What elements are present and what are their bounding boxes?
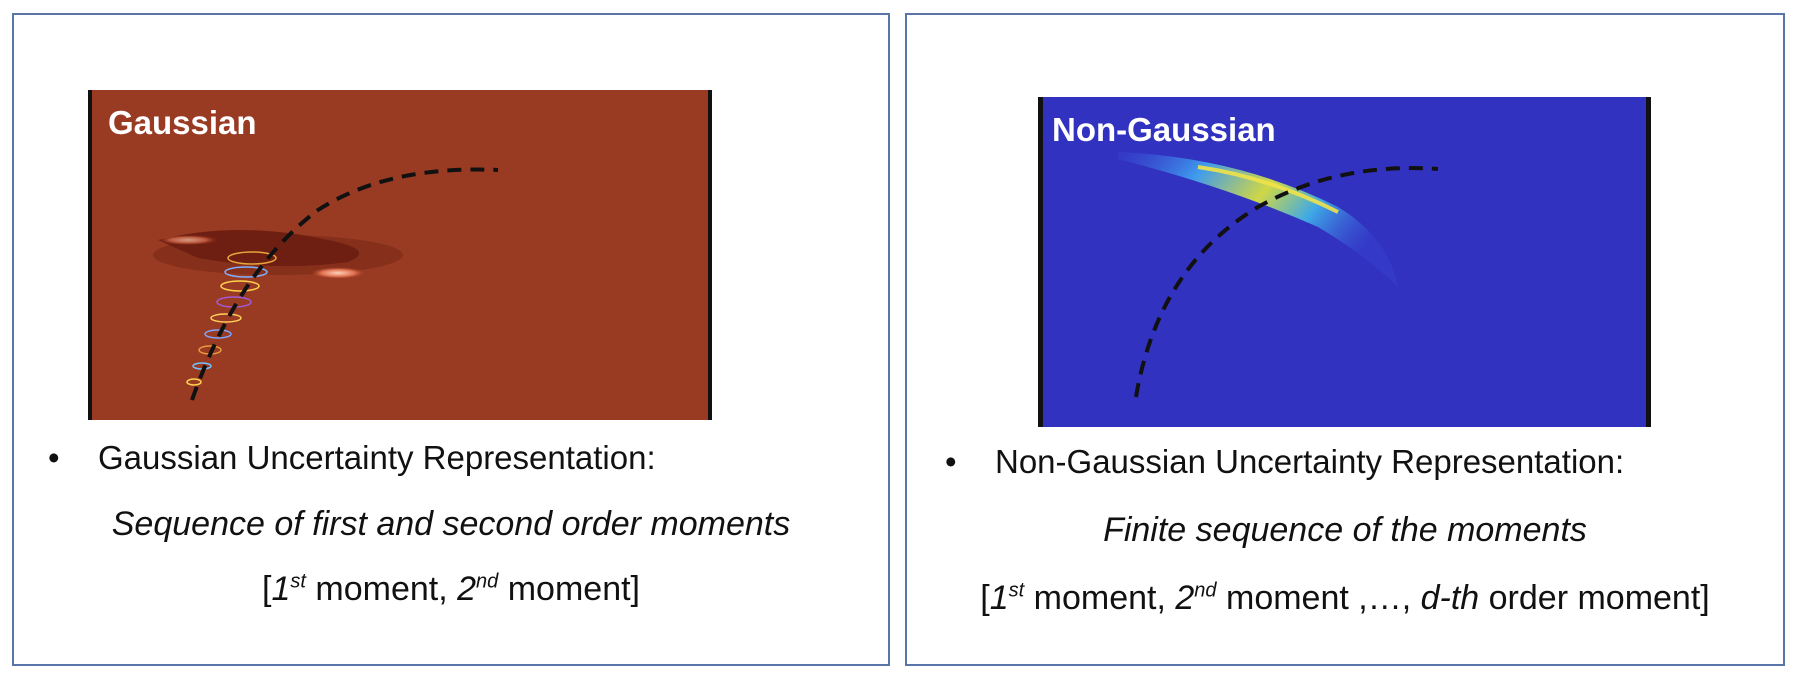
- gaussian-panel: Gaussian • Gaussian Uncertainty Represent…: [12, 13, 890, 666]
- gaussian-illustration: [88, 90, 712, 420]
- non-gaussian-moments-line: [1st moment, 2nd moment ,…, d-th order m…: [907, 579, 1783, 618]
- right-frame-edge: [708, 90, 712, 420]
- second-moment-word: moment ,…,: [1216, 579, 1421, 617]
- left-frame-edge: [88, 90, 92, 420]
- gaussian-moments-line: [1st moment, 2nd moment]: [14, 570, 888, 609]
- gaussian-highlight-left: [158, 235, 218, 245]
- non-gaussian-bullet-text: Non-Gaussian Uncertainty Representation:: [995, 443, 1625, 480]
- second-moment-word: moment]: [498, 570, 640, 608]
- first-moment-suffix: st: [1008, 579, 1025, 602]
- trajectory-dashed-line: [190, 167, 499, 401]
- covariance-ellipses: [186, 251, 277, 386]
- second-moment-suffix: nd: [476, 570, 499, 593]
- non-gaussian-image-label: Non-Gaussian: [1052, 111, 1276, 148]
- first-moment-word: moment,: [305, 570, 458, 608]
- bullet-marker: •: [945, 443, 957, 480]
- second-moment-number: 2: [457, 570, 477, 608]
- gaussian-description: Sequence of first and second order momen…: [111, 505, 791, 543]
- right-frame-edge: [1646, 97, 1651, 427]
- left-frame-edge: [1038, 97, 1043, 427]
- non-gaussian-image: Non-Gaussian: [1038, 97, 1651, 427]
- non-gaussian-description: Finite sequence of the moments: [1103, 511, 1587, 549]
- second-moment-number: 2: [1175, 579, 1195, 617]
- second-moment-suffix: nd: [1194, 579, 1217, 602]
- gaussian-highlight: [310, 267, 366, 279]
- bullet-marker: •: [48, 439, 60, 476]
- non-gaussian-bullet-item: • Non-Gaussian Uncertainty Representation…: [945, 443, 1624, 481]
- first-moment-number: 1: [989, 579, 1009, 617]
- bracket-open: [: [980, 579, 990, 617]
- first-moment-number: 1: [271, 570, 291, 608]
- gaussian-bullet-item: • Gaussian Uncertainty Representation:: [48, 439, 656, 477]
- order-moment-tail: order moment]: [1479, 579, 1710, 617]
- first-moment-suffix: st: [290, 570, 306, 593]
- distribution-peak: [1197, 165, 1339, 214]
- non-gaussian-illustration: [1038, 97, 1651, 427]
- gaussian-image: Gaussian: [88, 90, 712, 420]
- gaussian-image-label: Gaussian: [108, 104, 257, 141]
- gaussian-bullet-text: Gaussian Uncertainty Representation:: [98, 439, 656, 476]
- non-gaussian-panel: Non-Gaussian • Non-Gaussian Uncertainty R…: [905, 13, 1785, 666]
- bracket-open: [: [262, 570, 272, 608]
- dth-moment-label: d-th: [1420, 579, 1480, 617]
- first-moment-word: moment,: [1024, 579, 1176, 617]
- trajectory-dashed-line: [1134, 166, 1439, 398]
